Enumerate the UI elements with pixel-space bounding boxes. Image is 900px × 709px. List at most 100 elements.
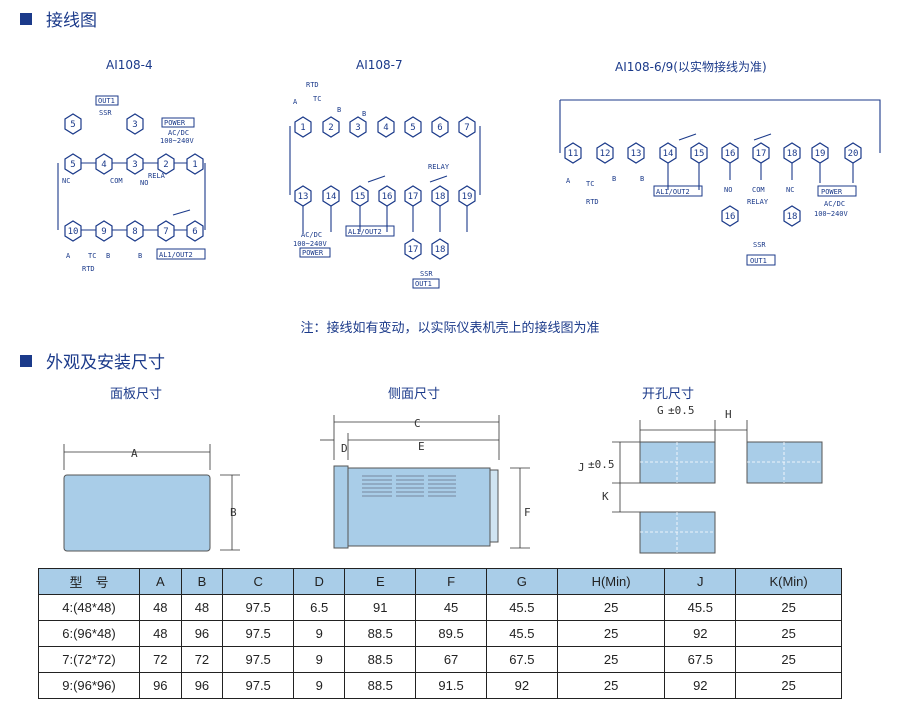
ai1087-power-box: [299, 247, 331, 258]
ai10869-ssr: SSR: [753, 241, 766, 249]
dim-f-label: F: [524, 506, 531, 519]
cell: 89.5: [415, 620, 487, 647]
side-terminal-block: [489, 469, 499, 543]
header-k: K(Min): [735, 568, 842, 595]
side-body-rect: [347, 467, 491, 547]
ai1084-t6: 6: [192, 227, 197, 237]
ai1084-power: POWER: [164, 119, 186, 127]
ai1084-t9: 9: [101, 227, 106, 237]
cell: 67.5: [664, 646, 737, 673]
dimension-drawings: A B C D E F G ±0.5 H J ±0.5 K: [63, 404, 823, 554]
dimensions-section-heading: 外观及安装尺寸: [20, 348, 165, 373]
ai1084-ssr: SSR: [99, 109, 112, 117]
cell: 92: [664, 672, 737, 699]
ai10869-b2: B: [640, 175, 644, 183]
dim-g-tol: ±0.5: [668, 404, 695, 417]
ai10869-t16: 16: [725, 149, 736, 159]
cell-model: 9:(96*96): [38, 672, 140, 699]
ai1084-t7: 7: [163, 227, 168, 237]
wiring-note: 注：接线如有变动，以实际仪表机壳上的接线图为准: [300, 321, 600, 336]
ai1084-t3a: 3: [132, 120, 137, 130]
cutout-size-title: 开孔尺寸: [642, 387, 695, 402]
cell: 67: [415, 646, 487, 673]
wiring-section-title: 接线图: [46, 11, 97, 31]
cell: 9: [293, 620, 346, 647]
dim-b-label: B: [230, 506, 237, 519]
ai1087-rtd: RTD: [306, 81, 319, 89]
cell: 97.5: [222, 646, 295, 673]
dim-k-label: K: [602, 490, 609, 503]
ai1087-b: B: [337, 106, 341, 114]
cell: 88.5: [344, 620, 417, 647]
cell: 25: [735, 594, 842, 621]
ai10869-tc: TC: [586, 180, 594, 188]
header-j: J: [664, 568, 737, 595]
cell: 25: [556, 672, 666, 699]
cell: 25: [556, 594, 666, 621]
header-a: A: [139, 568, 182, 595]
cell-model: 7:(72*72): [38, 646, 140, 673]
ai1087-top-6: 6: [437, 123, 442, 133]
ai1084-tc: TC: [88, 252, 96, 260]
cell: 97.5: [222, 594, 295, 621]
ai1087-relay: RELAY: [428, 163, 450, 171]
ai1087-volt: 100~240V: [293, 240, 328, 248]
ai1084-a: A: [66, 252, 71, 260]
cell: 72: [139, 646, 182, 673]
ai10869-rtd: RTD: [586, 198, 599, 206]
cell: 97.5: [222, 672, 295, 699]
ai10869-power: POWER: [821, 188, 843, 196]
cutout-rect-1: [639, 441, 716, 484]
dim-d-label: D: [341, 442, 348, 455]
ai10869-t12: 12: [600, 149, 611, 159]
ai10869-t14: 14: [663, 149, 674, 159]
header-d: D: [293, 568, 346, 595]
ai1084-t8: 8: [132, 227, 137, 237]
ai1084-b: B: [106, 252, 110, 260]
ai1084-volt: 100~240V: [160, 137, 195, 145]
ai1087-out1-box: [412, 278, 440, 289]
ai1087-t17: 17: [408, 245, 419, 255]
cell: 88.5: [344, 646, 417, 673]
table-row: 4:(48*48) 48 48 97.5 6.5 91 45 45.5 25 4…: [38, 594, 842, 621]
cell: 45.5: [485, 594, 558, 621]
dim-h-label: H: [725, 408, 732, 421]
ai10869-volt: 100~240V: [814, 210, 849, 218]
cell: 96: [180, 620, 224, 647]
cell: 67.5: [485, 646, 558, 673]
ai1087-title: AI108-7: [356, 58, 403, 72]
dim-c-label: C: [414, 417, 421, 430]
header-c: C: [222, 568, 295, 595]
table-row: 9:(96*96) 96 96 97.5 9 88.5 91.5 92 25 9…: [38, 672, 842, 699]
ai10869-ssr-t18: 18: [787, 212, 798, 222]
ai1084-al1-box: [156, 248, 206, 260]
dim-j-tol: ±0.5: [588, 458, 615, 471]
wiring-section-heading: 接线图: [20, 6, 97, 31]
ai1087-top-7: 7: [464, 123, 469, 133]
ai1087-frame: [289, 126, 481, 195]
ai10869-a: A: [566, 177, 571, 185]
ai10869-t11: 11: [568, 149, 579, 159]
ai1087-bottom-19: 19: [462, 192, 473, 202]
cell: 45: [415, 594, 487, 621]
cell: 25: [556, 620, 666, 647]
section-square-icon: [20, 354, 32, 367]
header-g: G: [485, 568, 558, 595]
cell-model: 4:(48*48): [38, 594, 140, 621]
ai1087-b2: B: [362, 110, 366, 118]
ai1087-al1-box: [345, 225, 395, 237]
cell: 91.5: [415, 672, 487, 699]
cell: 72: [180, 646, 224, 673]
ai1087-power: POWER: [302, 249, 324, 257]
cell: 96: [180, 672, 224, 699]
side-size-title: 侧面尺寸: [388, 387, 441, 402]
ai1084-t2: 2: [163, 160, 168, 170]
ai1087-bottom-16: 16: [382, 192, 393, 202]
ai10869-title: AI108-6/9(以实物接线为准): [615, 60, 767, 74]
cutout-rect-3: [639, 511, 716, 554]
ai1087-top-2: 2: [328, 123, 333, 133]
side-bezel-rect: [333, 465, 349, 549]
spec-table: 型 号 A B C D E F G H(Min) J K(Min) 4:(48*…: [38, 568, 842, 699]
ai1084-acdc: AC/DC: [168, 129, 189, 137]
ai1084-out1: OUT1: [98, 97, 115, 105]
